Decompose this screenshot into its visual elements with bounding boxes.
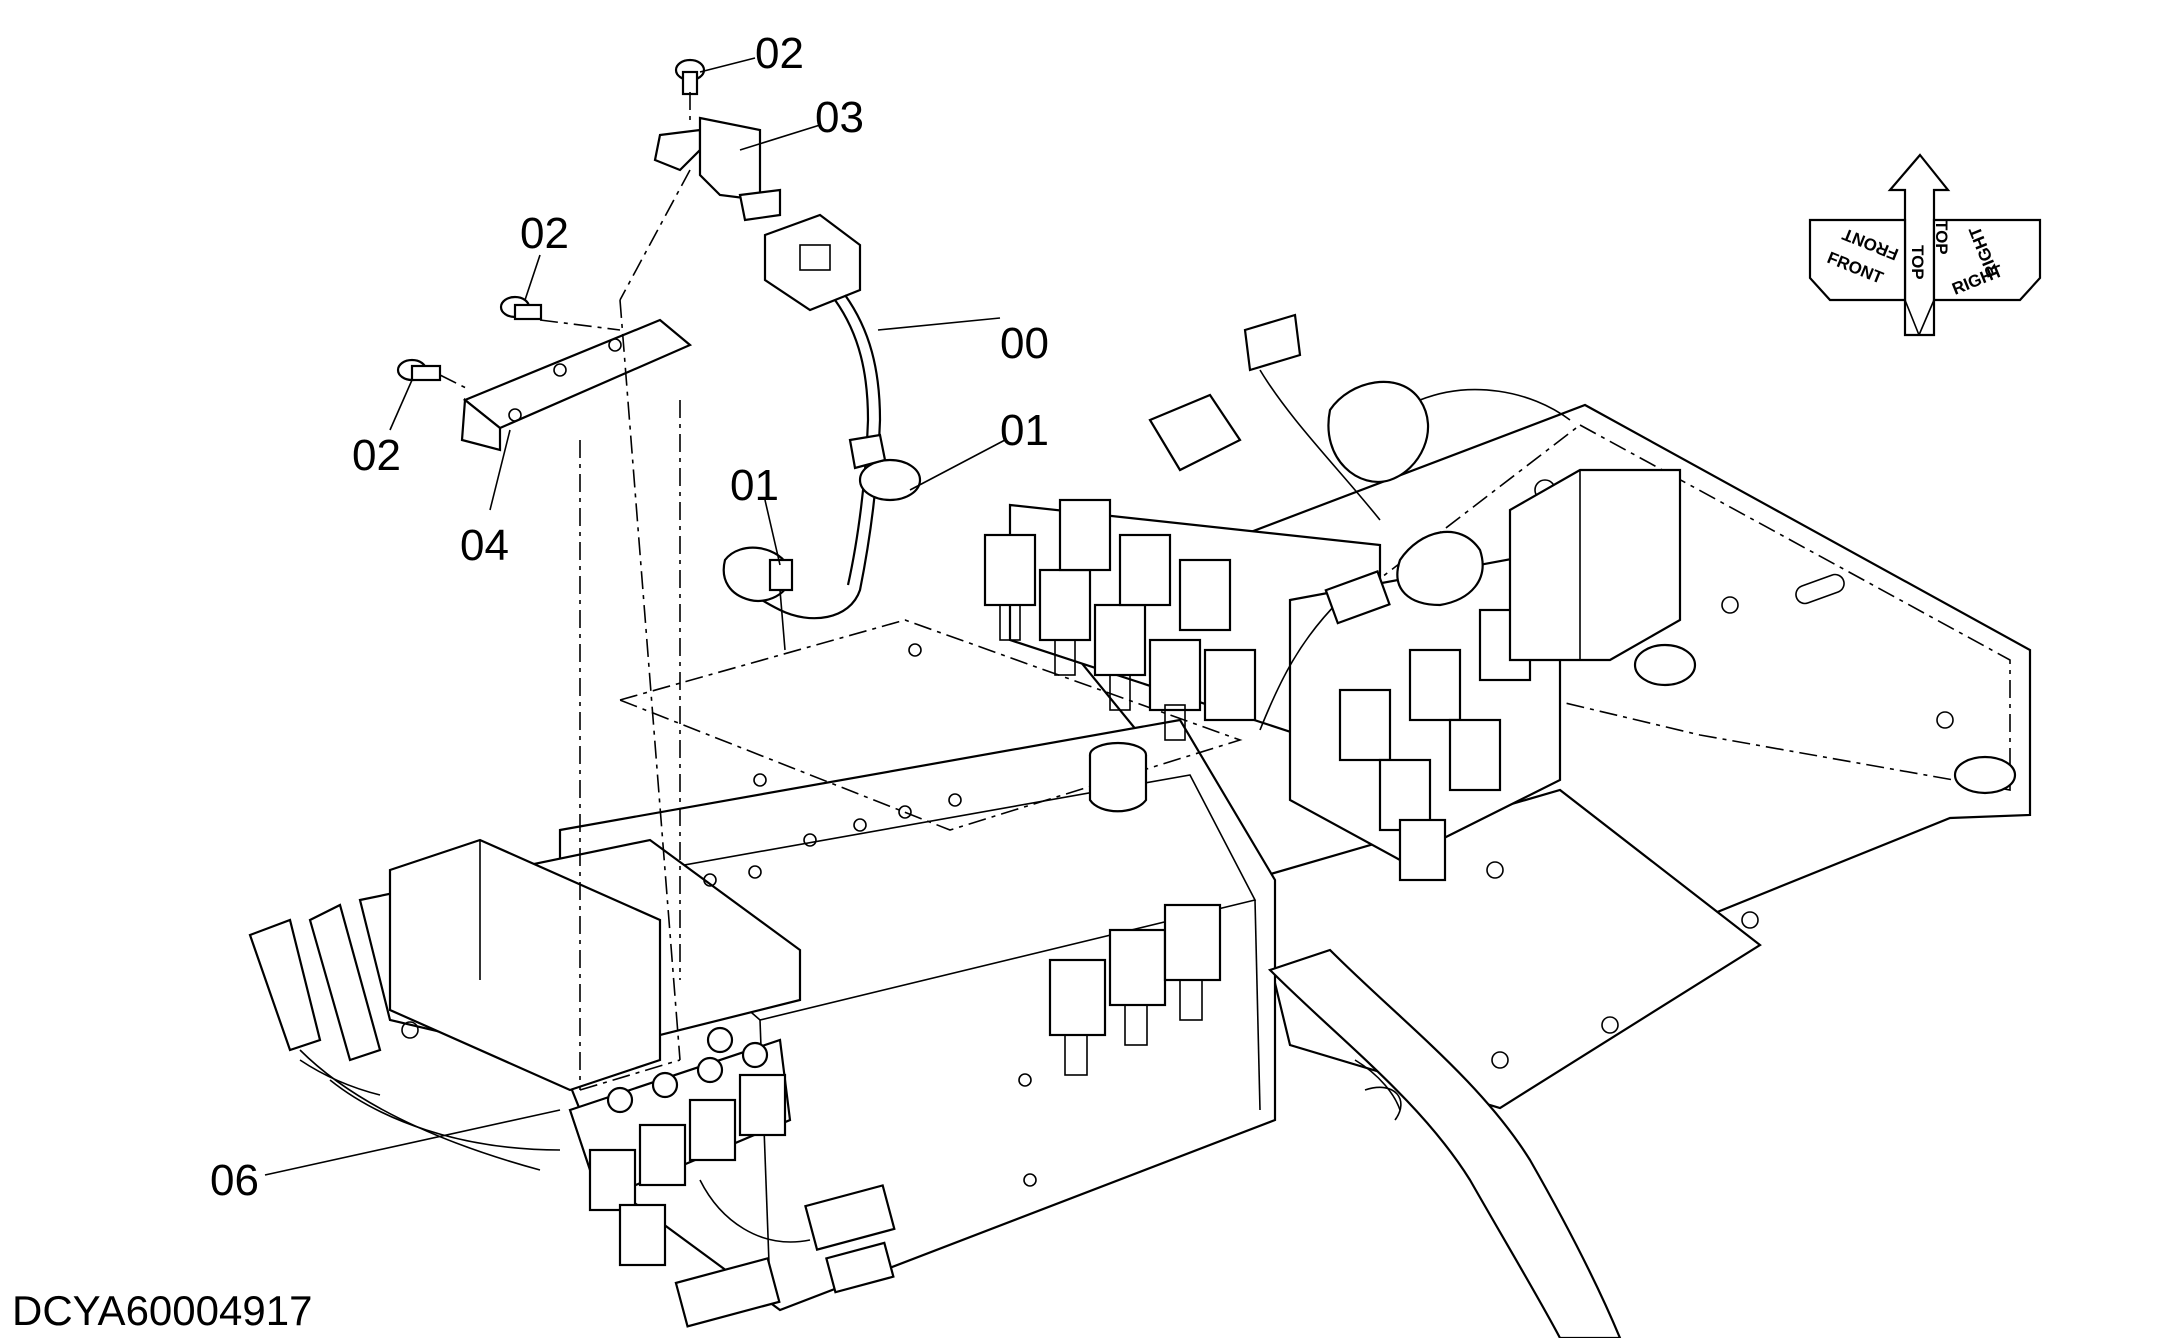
clamp-01-upper bbox=[848, 433, 922, 502]
orientation-indicator: TOP TOP FRONT FRONT RIGHT RIGHT bbox=[1808, 153, 2042, 337]
exploded-parts bbox=[396, 58, 922, 1091]
callout-03: 03 bbox=[815, 93, 864, 142]
upper-harness-cluster bbox=[1148, 313, 1571, 731]
callout-04: 04 bbox=[460, 521, 509, 570]
callout-02-middle: 02 bbox=[520, 209, 569, 258]
callout-00: 00 bbox=[1000, 319, 1049, 368]
leader-lines bbox=[264, 57, 1006, 1176]
fuse-block-left bbox=[388, 838, 792, 1267]
callout-labels: 02 03 02 00 01 01 02 04 06 bbox=[210, 29, 1049, 1205]
right-clamp bbox=[1633, 643, 2017, 795]
relay-03 bbox=[653, 116, 782, 222]
callout-02-lower: 02 bbox=[352, 431, 401, 480]
lower-connectors bbox=[299, 1049, 896, 1328]
bolt-02-lower bbox=[396, 358, 442, 382]
callout-01-left: 01 bbox=[730, 461, 779, 510]
bolt-02-top bbox=[674, 58, 706, 96]
relay-bank-upper bbox=[983, 498, 1382, 741]
clamp-01-lower bbox=[722, 546, 794, 651]
bolt-02-middle bbox=[499, 295, 543, 321]
callout-01-right: 01 bbox=[1000, 406, 1049, 455]
callout-02-top: 02 bbox=[755, 29, 804, 78]
capacitor-component bbox=[1088, 741, 1148, 813]
connector-housing bbox=[763, 213, 862, 312]
orientation-top-label-2: TOP bbox=[1932, 220, 1951, 255]
orientation-top-label: TOP bbox=[1908, 245, 1927, 280]
relay-bank-center-lower bbox=[1048, 903, 1222, 1076]
harness-00-wire bbox=[739, 294, 882, 620]
bracket-04 bbox=[460, 318, 693, 452]
left-harness-leads bbox=[248, 903, 382, 1096]
document-id: DCYA60004917 bbox=[12, 1287, 312, 1334]
relay-bank-right bbox=[1288, 468, 1682, 882]
callout-06: 06 bbox=[210, 1156, 259, 1205]
explode-guides bbox=[439, 92, 691, 1091]
